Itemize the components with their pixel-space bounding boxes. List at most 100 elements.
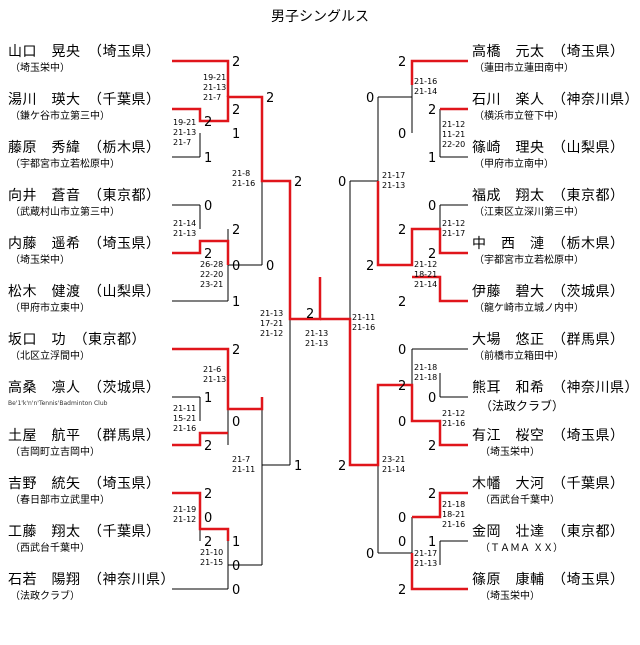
game-count: 2: [338, 459, 346, 474]
score: 11-21: [442, 130, 465, 139]
score: 21-14: [414, 280, 437, 289]
score: 21-7: [173, 138, 191, 147]
game-counts: 2 2 1 1 2 0 0 2 1 2 0 2 2 2 1 0 1 0 2 0 …: [204, 55, 436, 598]
score: 21-16: [232, 179, 255, 188]
score: 21-11: [352, 313, 375, 322]
game-count: 0: [428, 391, 436, 406]
game-count: 2: [204, 487, 212, 502]
game-count: 2: [366, 259, 374, 274]
score: 21-13: [260, 309, 283, 318]
game-count: 2: [232, 343, 240, 358]
score: 15-21: [173, 414, 196, 423]
game-count: 2: [398, 379, 406, 394]
player-name: 大場 悠正 （群馬県）: [472, 332, 625, 348]
player-team: （前橋市立箱田中）: [474, 351, 564, 362]
score: 21-7: [203, 93, 221, 102]
game-count: 1: [294, 459, 302, 474]
score: 22-20: [200, 270, 223, 279]
score: 21-18: [414, 373, 437, 382]
player-team: （甲府市立南中）: [474, 159, 554, 170]
player-name: 熊耳 和希 （神奈川県）: [472, 380, 639, 396]
game-count: 2: [294, 175, 302, 190]
player-team: （甲府市立東中）: [10, 303, 90, 314]
game-count: 0: [398, 127, 406, 142]
page-title: 男子シングルス: [271, 9, 369, 25]
score: 21-14: [414, 87, 437, 96]
player-team: （吉岡町立吉岡中）: [10, 447, 100, 458]
score: 21-13: [203, 375, 226, 384]
game-count: 0: [398, 343, 406, 358]
game-count: 1: [428, 535, 436, 550]
game-count: 1: [204, 151, 212, 166]
player-team: （春日部市立武里中）: [10, 495, 110, 506]
player-name: 金岡 壮達 （東京都）: [472, 524, 625, 540]
player-team: （法政クラブ）: [10, 591, 80, 602]
game-count: 1: [204, 391, 212, 406]
game-count: 2: [398, 583, 406, 598]
score: 21-12: [442, 409, 465, 418]
game-count: 0: [398, 535, 406, 550]
score: 21-12: [173, 515, 196, 524]
player-team: Be'1'k'n'n'Tennis'Badminton Club: [8, 400, 108, 407]
game-count: 0: [338, 175, 346, 190]
game-count: 1: [232, 535, 240, 550]
score: 21-13: [173, 229, 196, 238]
score: 21-18: [414, 363, 437, 372]
player-name: 篠崎 理央 （山梨県）: [472, 140, 625, 156]
player-team: （蓮田市立蓮田南中）: [474, 63, 574, 74]
player-team: （埼玉栄中）: [480, 447, 540, 458]
player-name: 向井 蒼音 （東京都）: [8, 188, 161, 204]
score: 21-13: [203, 83, 226, 92]
score: 21-11: [232, 465, 255, 474]
score: 21-8: [232, 169, 250, 178]
player-name: 山口 晃央 （埼玉県）: [8, 44, 161, 60]
player-team: （武蔵村山市立第三中）: [10, 207, 120, 218]
player-name: 藤原 秀緯 （栃木県）: [8, 140, 161, 156]
score: 21-17: [382, 171, 405, 180]
player-team: （埼玉栄中）: [10, 63, 70, 74]
score: 21-14: [173, 219, 196, 228]
game-count: 2: [428, 439, 436, 454]
game-count: 0: [204, 199, 212, 214]
game-count: 0: [232, 559, 240, 574]
game-count: 2: [398, 55, 406, 70]
score: 18-21: [442, 510, 465, 519]
player-name: 吉野 統矢 （埼玉県）: [8, 476, 161, 492]
game-count: 0: [232, 415, 240, 430]
score: 22-20: [442, 140, 465, 149]
player-name: 石若 陽翔 （神奈川県）: [8, 572, 175, 588]
player-name: 石川 楽人 （神奈川県）: [472, 92, 639, 108]
game-count: 2: [204, 439, 212, 454]
score: 21-16: [442, 520, 465, 529]
game-count: 2: [398, 295, 406, 310]
score: 21-12: [442, 120, 465, 129]
player-team: （江東区立深川第三中）: [474, 207, 584, 218]
score: 21-10: [200, 548, 223, 557]
game-count: 2: [428, 103, 436, 118]
player-team: （北区立浮間中）: [10, 351, 90, 362]
game-count: 2: [204, 535, 212, 550]
player-team: （法政クラブ）: [480, 399, 565, 413]
score: 21-16: [173, 424, 196, 433]
score: 21-16: [442, 419, 465, 428]
game-count: 2: [232, 103, 240, 118]
score: 21-7: [232, 455, 250, 464]
game-count: 0: [428, 199, 436, 214]
game-count: 2: [428, 487, 436, 502]
player-name: 坂口 功 （東京都）: [8, 332, 146, 348]
player-team: （鎌ケ谷市立第三中）: [10, 111, 110, 122]
game-count: 0: [232, 259, 240, 274]
player-team: （埼玉栄中）: [10, 255, 70, 266]
player-name: 高橋 元太 （埼玉県）: [472, 44, 625, 60]
game-count: 0: [266, 259, 274, 274]
score: 21-6: [203, 365, 221, 374]
player-name: 湯川 瑛大 （千葉県）: [8, 92, 161, 108]
player-name: 高桑 凛人 （茨城県）: [8, 380, 161, 396]
score: 21-17: [442, 229, 465, 238]
player-team: （ＴＡＭＡ ＸＸ）: [480, 543, 564, 554]
player-name: 伊藤 碧大 （茨城県）: [472, 284, 625, 300]
game-count: 1: [428, 151, 436, 166]
game-count: 2: [398, 223, 406, 238]
player-name: 木幡 大河 （千葉県）: [472, 476, 625, 492]
